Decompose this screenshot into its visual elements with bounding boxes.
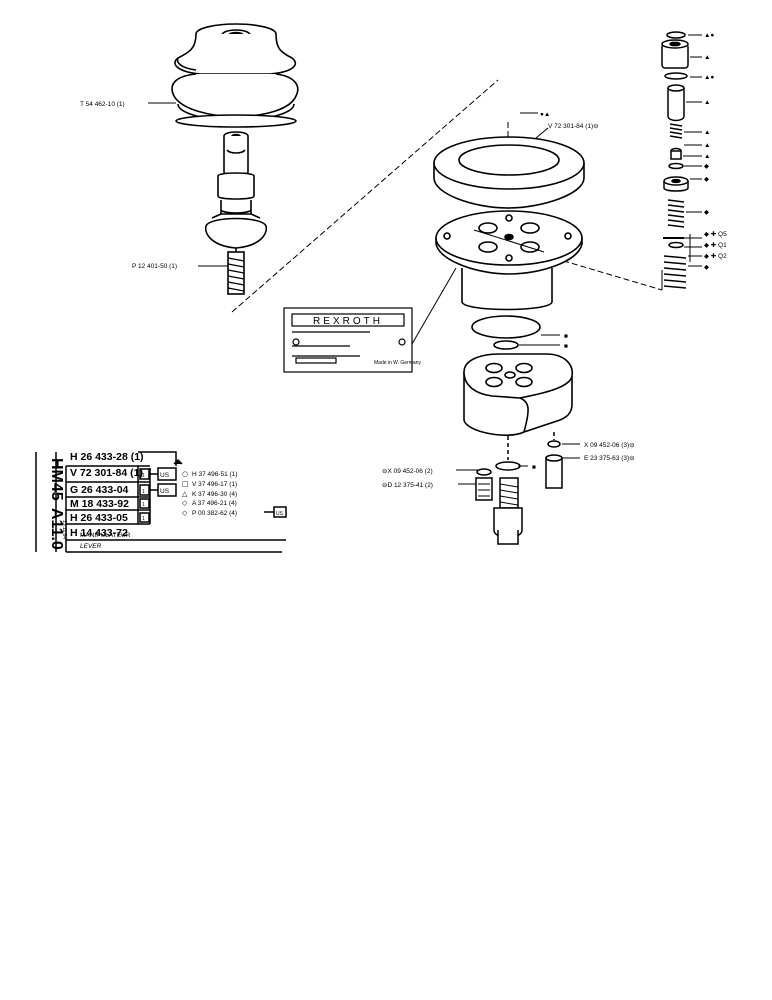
callout-small-9: ◆ xyxy=(704,176,710,183)
table-row-2: M 18 433-92 xyxy=(70,498,129,510)
callout-small-5: ▲ xyxy=(704,129,710,136)
callout-flange: V 72 301-84 (1)⊖ xyxy=(548,123,599,130)
kit-item-3: K 37 496-30 (4) xyxy=(192,491,237,498)
callout-small-6: ▲ xyxy=(704,142,710,149)
right-leaders xyxy=(683,34,702,267)
bottom-plugs xyxy=(475,432,563,545)
callout-boot: T 54 462-10 (1) xyxy=(80,101,125,108)
callout-small-7: ▲ xyxy=(704,153,710,160)
assembly-code-1: H 26 433-28 (1) xyxy=(70,451,144,463)
callout-plug-left-1: ⊖X 09 452-06 (2) xyxy=(382,468,433,475)
kit-item-5: P 00 382-62 (4) xyxy=(192,510,237,517)
callout-seal-3: ■ xyxy=(532,464,536,471)
kit-sym-2: □ xyxy=(182,480,189,488)
nameplate-brand: REXROTH xyxy=(313,316,383,327)
assembly-code-2: V 72 301-84 (1) xyxy=(70,467,143,479)
sheet-title-en: LEVER xyxy=(80,543,102,550)
callout-small-1: ▲● xyxy=(704,32,714,39)
callout-stem: P 12 401-50 (1) xyxy=(132,263,177,270)
sheet-code: HM45 xyxy=(48,458,65,501)
row-box-1: 1 xyxy=(142,473,145,479)
callout-shim-1: ◆ ✚ Q5 xyxy=(704,230,727,238)
lever-stem xyxy=(204,131,268,295)
kit-sym-3: △ xyxy=(182,490,188,498)
row-box-2: 1 xyxy=(142,489,145,495)
kit-sym-1: ○ xyxy=(182,470,188,478)
callout-small-10: ◆ xyxy=(704,209,710,216)
valve-body xyxy=(463,353,573,436)
row-box-3: 1 xyxy=(142,502,145,508)
kit-sym-4: ◇ xyxy=(182,499,188,507)
row-us-2: US xyxy=(160,488,170,495)
row-us-1: US xyxy=(160,472,170,479)
callout-plug-left-2: ⊖D 12 375-41 (2) xyxy=(382,482,433,489)
callout-shim-2: ◆ ✚ Q1 xyxy=(704,241,727,249)
callout-plug-right-2: E 23 375-63 (3)⊖ xyxy=(584,455,635,462)
callout-small-3: ▲● xyxy=(704,74,714,81)
sheet-date: 13.11.84 xyxy=(61,520,67,539)
callout-oring-top: ●▲ xyxy=(540,111,550,118)
table-row-4: H 14 433-72 xyxy=(70,527,128,539)
nameplate xyxy=(283,307,413,373)
callout-small-4: ▲ xyxy=(704,99,710,106)
callout-shim-3: ◆ ✚ Q2 xyxy=(704,252,727,260)
left-leaders xyxy=(148,102,580,485)
kit-item-4: A 37 496-21 (4) xyxy=(192,500,237,507)
kit-sym-5: ◇ xyxy=(182,509,188,517)
callout-small-11: ◆ xyxy=(704,264,710,271)
spool-stack xyxy=(661,31,689,289)
kit-item-2: V 37 496-17 (1) xyxy=(192,481,237,488)
callout-small-2: ▲ xyxy=(704,54,710,61)
callout-plug-right-1: X 09 452-06 (3)⊖ xyxy=(584,442,635,449)
seal-rings xyxy=(471,315,541,350)
sheet-title-fr: MANIPULATEUR xyxy=(80,532,131,539)
row-box-4: 1 xyxy=(142,516,145,522)
guide-lines xyxy=(231,79,663,313)
callout-small-8: ◆ xyxy=(704,163,710,170)
flange-ring xyxy=(433,136,585,209)
callout-seal-1: ■ xyxy=(564,333,568,340)
callout-seal-2: ■ xyxy=(564,343,568,350)
table-row-3: H 26 433-05 xyxy=(70,512,128,524)
sheet-page: A11.0 xyxy=(48,508,65,550)
kit-item-1: H 37 496-51 (1) xyxy=(192,471,238,478)
rubber-boot xyxy=(171,23,299,128)
nameplate-footer: Made in W. Germany xyxy=(374,360,421,366)
table-row-1: G 26 433-04 xyxy=(70,484,129,496)
kit-us-5: US xyxy=(276,511,284,517)
parts-table: H 26 433-28 (1) V 72 301-84 (1) G 26 433… xyxy=(35,451,287,553)
base-plate xyxy=(435,210,583,311)
